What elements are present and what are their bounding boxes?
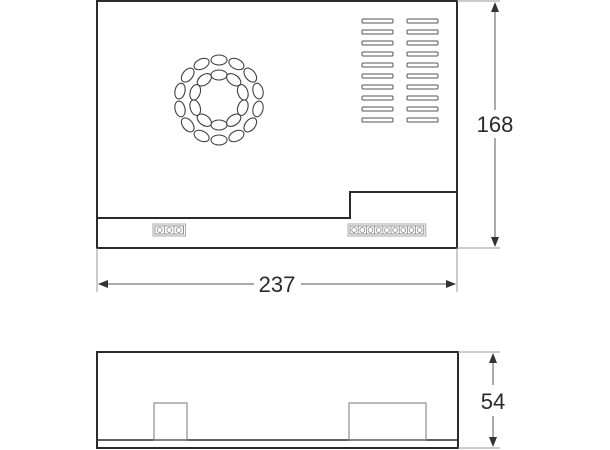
vent-slots (361, 18, 439, 123)
divider-line (97, 191, 457, 219)
terminal-screw-icon (351, 227, 357, 233)
vent-slot (406, 106, 439, 112)
grille-hole (210, 54, 228, 66)
small-terminal-block (152, 223, 186, 237)
grille-hole (193, 129, 210, 143)
arrow-up-icon (491, 2, 499, 12)
vent-slot (361, 29, 394, 35)
small-connector-profile (153, 402, 188, 441)
vent-slot (406, 62, 439, 68)
terminal-screw-icon (384, 227, 390, 233)
grille-hole (180, 117, 195, 133)
terminal-screw-icon (367, 227, 374, 233)
vent-slot (406, 51, 439, 57)
terminal-screw-icon (359, 227, 366, 233)
terminal-screw-icon (166, 227, 173, 233)
terminal-screw-icon (408, 227, 415, 233)
vent-slot (406, 73, 439, 79)
grille-hole (243, 67, 258, 83)
grille-hole (228, 57, 245, 71)
large-connector-profile (348, 402, 427, 441)
side-height-dimension: 54 (458, 351, 505, 449)
side-view-outline (96, 351, 459, 449)
top-view-outline (96, 0, 458, 249)
arrow-left-icon (98, 280, 108, 288)
arrow-down-icon (491, 237, 499, 247)
grille-hole (243, 117, 258, 133)
height-label: 168 (477, 112, 514, 137)
vent-slot (406, 84, 439, 90)
width-label: 237 (259, 272, 296, 297)
terminal-screw-icon (400, 227, 407, 233)
top-view: 168 237 (96, 0, 514, 297)
terminal-screw-icon (157, 227, 163, 233)
arrow-up-icon (489, 353, 497, 363)
terminal-screw-icon (375, 227, 382, 233)
grille-hole (210, 69, 228, 81)
grille-hole (196, 73, 212, 87)
vent-slot (361, 18, 394, 24)
grille-hole (252, 82, 264, 100)
fan-grille-icon (174, 54, 264, 146)
side-view: 54 (96, 351, 505, 449)
grille-hole (228, 129, 245, 143)
vent-slot (361, 40, 394, 46)
grille-hole (193, 57, 210, 71)
vent-slot (406, 29, 439, 35)
width-dimension: 237 (96, 248, 458, 297)
side-height-label: 54 (481, 389, 505, 414)
grille-hole (252, 100, 264, 118)
vent-slot (406, 18, 439, 24)
vent-slot (361, 84, 394, 90)
grille-hole (180, 67, 195, 83)
vent-slot (361, 106, 394, 112)
grille-hole (174, 100, 186, 118)
vent-slot (361, 95, 394, 101)
vent-slot (406, 117, 439, 123)
grille-hole (210, 134, 228, 146)
terminal-screw-icon (416, 227, 423, 233)
height-dimension: 168 (457, 0, 514, 249)
vent-slot (406, 40, 439, 46)
terminal-screw-icon (392, 227, 398, 233)
grille-hole (174, 82, 186, 100)
vent-slot (361, 117, 394, 123)
arrow-right-icon (446, 280, 456, 288)
vent-slot (361, 62, 394, 68)
vent-slot (361, 51, 394, 57)
large-terminal-block (347, 223, 427, 237)
vent-slot (361, 73, 394, 79)
grille-hole (210, 119, 228, 131)
vent-slot (406, 95, 439, 101)
terminal-screw-icon (176, 227, 182, 233)
arrow-down-icon (489, 437, 497, 447)
